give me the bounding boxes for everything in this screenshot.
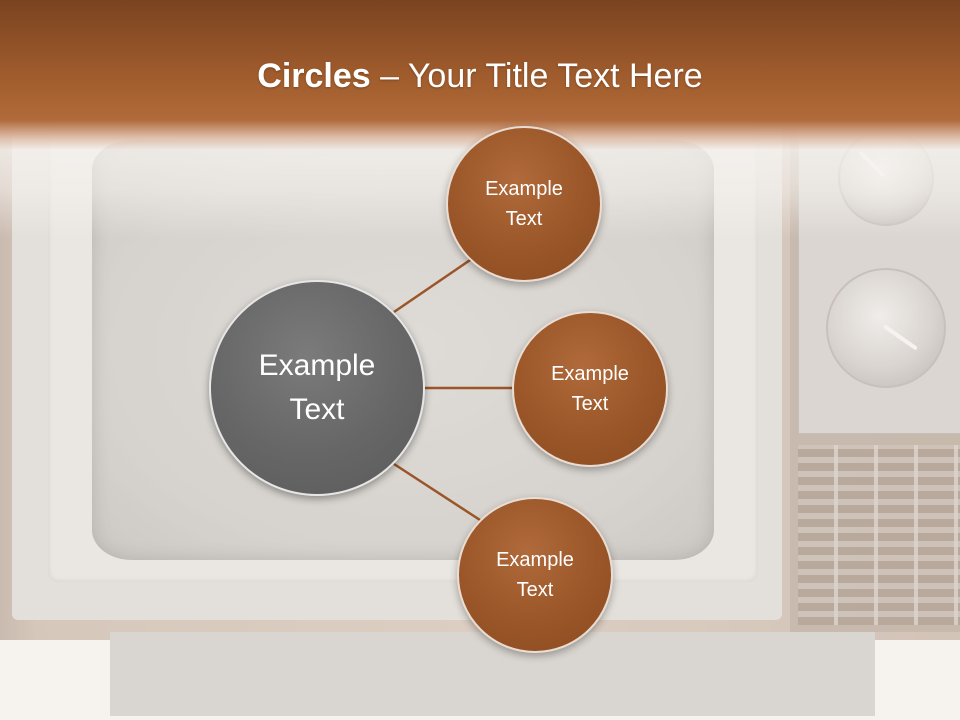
- speaker-grille-columns: [798, 445, 960, 625]
- center-circle-line2: Text: [289, 393, 345, 426]
- title-bold-part: Circles: [257, 57, 371, 95]
- center-circle-line1: Example: [258, 349, 376, 382]
- center-circle[interactable]: Example Text: [209, 280, 425, 496]
- satellite-circle-top[interactable]: Example Text: [446, 126, 602, 282]
- satellite-circle-middle[interactable]: Example Text: [512, 311, 668, 467]
- satellite-circle-bottom[interactable]: Example Text: [457, 497, 613, 653]
- connector-top: [393, 254, 477, 314]
- satellite-top-line1: Example: [485, 178, 563, 200]
- slide-title[interactable]: Circles – Your Title Text Here: [0, 52, 960, 100]
- tv-stand: [110, 632, 875, 716]
- volume-knob-icon: [826, 268, 946, 388]
- satellite-top-line2: Text: [505, 208, 543, 230]
- connector-bottom: [393, 462, 481, 522]
- satellite-bottom-line2: Text: [516, 579, 554, 601]
- satellite-middle-line2: Text: [571, 393, 609, 415]
- satellite-bottom-line1: Example: [496, 549, 574, 571]
- title-bar: [0, 0, 960, 150]
- title-rest-part: – Your Title Text Here: [370, 57, 703, 95]
- satellite-middle-line1: Example: [551, 363, 629, 385]
